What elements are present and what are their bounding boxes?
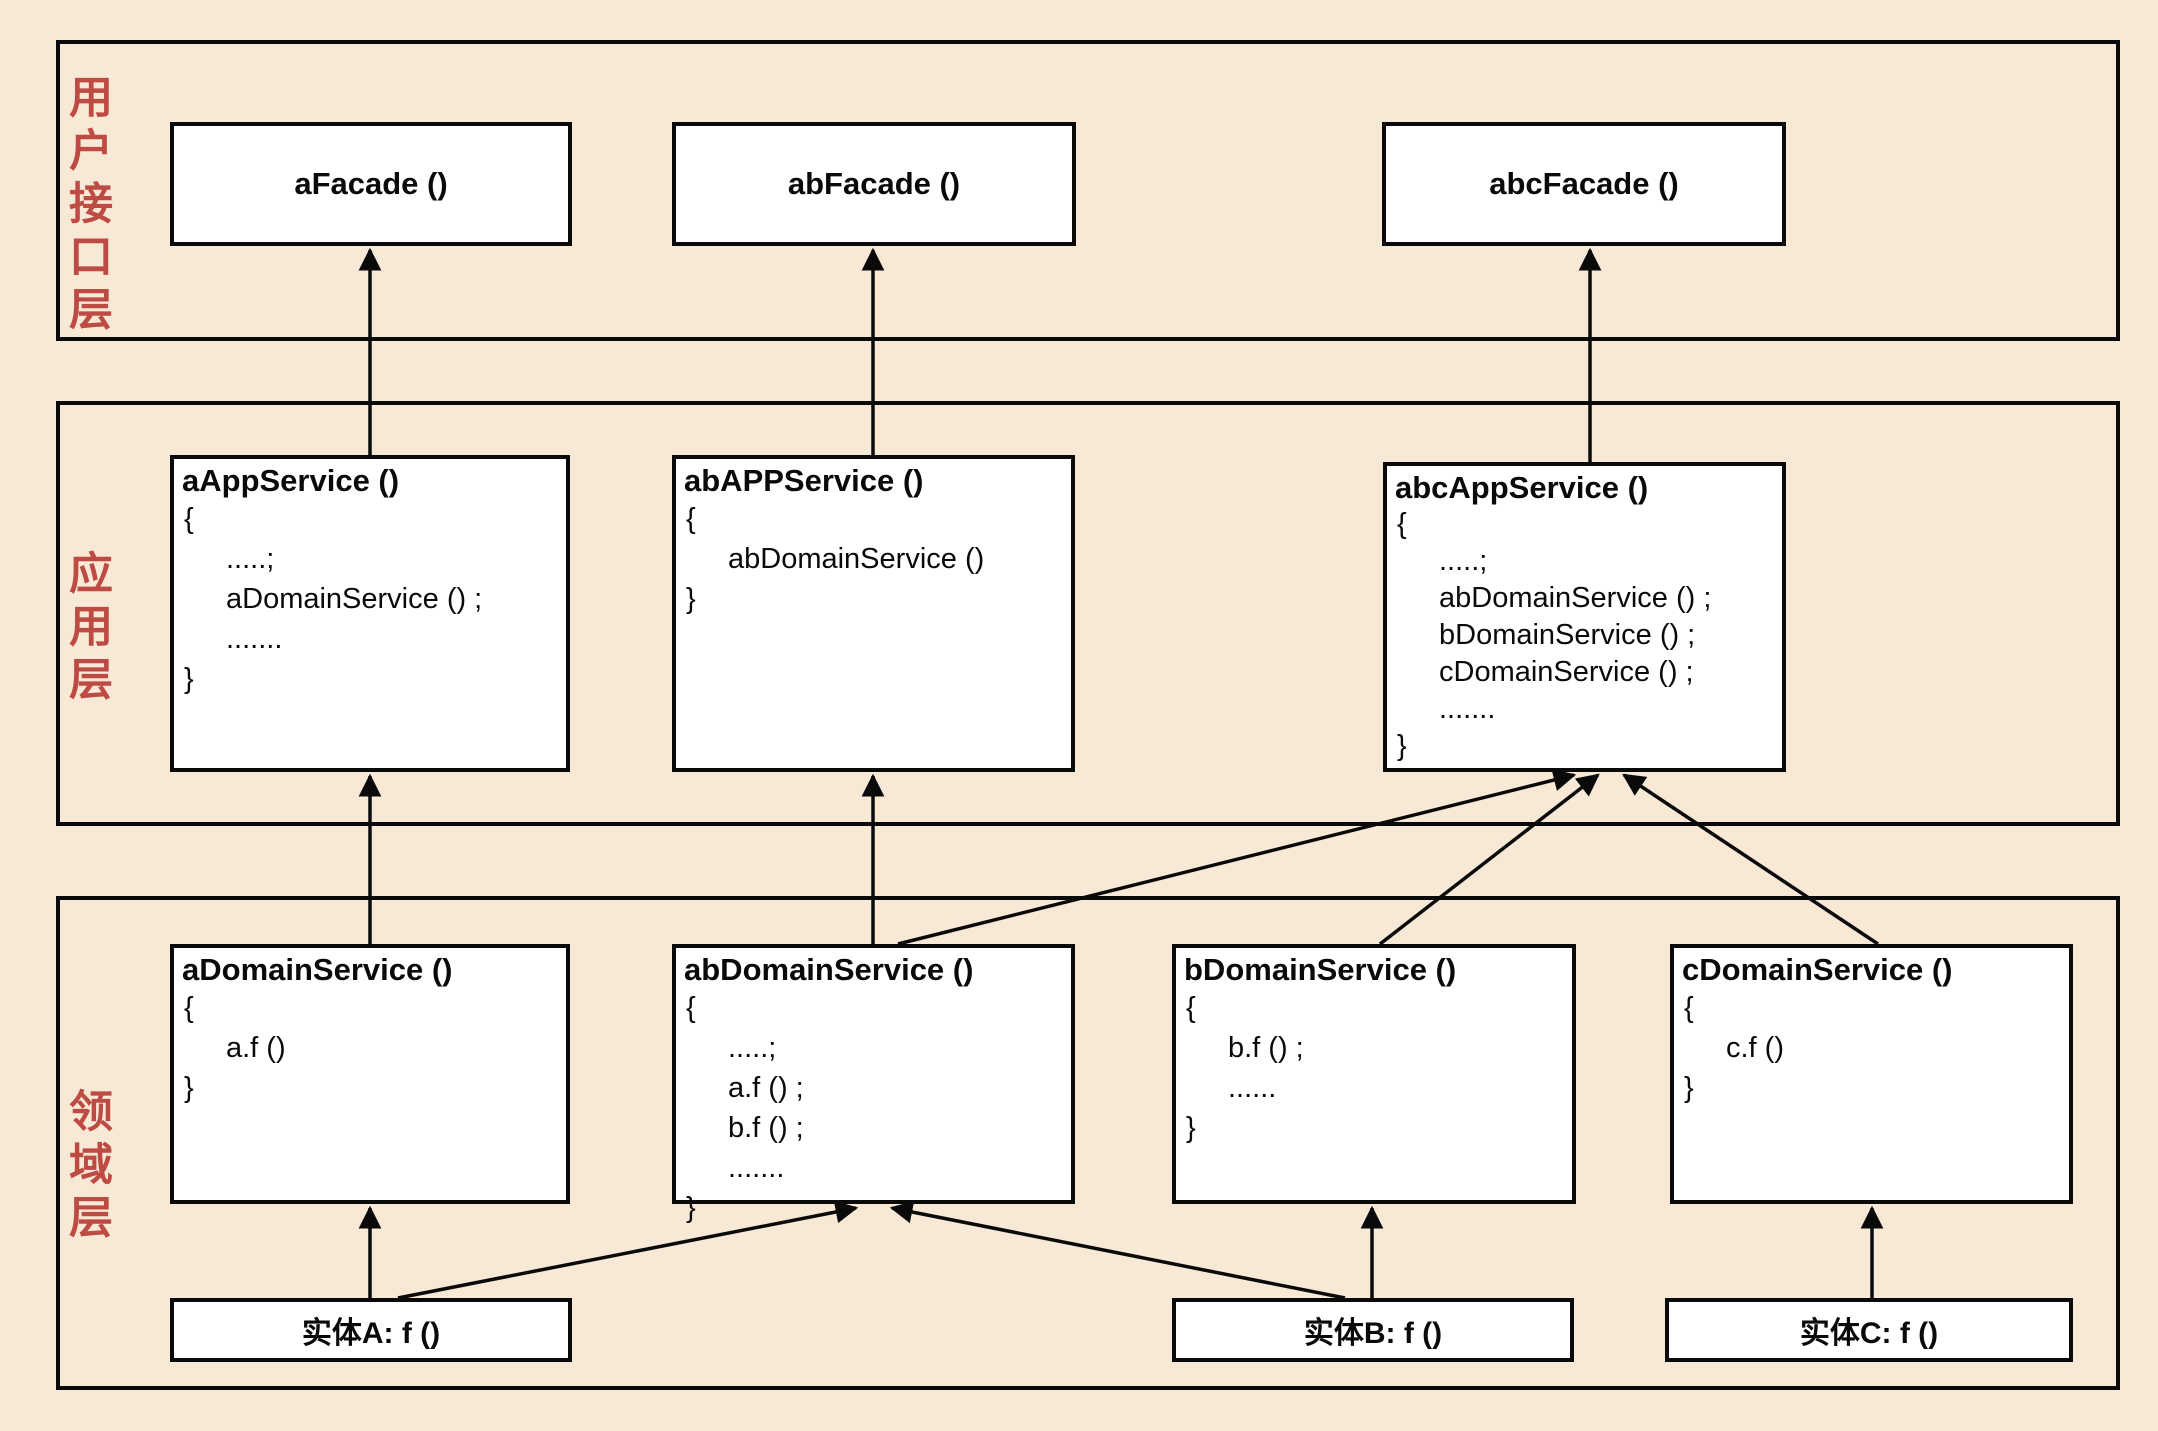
code-line: .....; [1439,545,1488,577]
code-line: } [184,663,194,695]
code-line: { [184,503,194,535]
layer-ui-boundary [56,40,2120,341]
box-body: { c.f ()} [1674,988,2069,1108]
box-title: 实体B: f () [1303,1317,1443,1350]
code-line: { [1684,992,1694,1024]
code-line: bDomainService () ; [1439,619,1696,651]
code-line: a.f () [226,1032,286,1064]
box-body: {.....; aDomainService () ;.......} [174,499,566,699]
box-entity-c: 实体C: f () [1665,1298,2073,1362]
layer-label-ui: 用户接口层 [62,74,111,339]
code-line: } [1397,730,1407,762]
box-aAppService: aAppService () {.....; aDomainService () … [170,455,570,772]
code-line: abDomainService () ; [1439,582,1712,614]
box-title: 实体A: f () [301,1317,441,1350]
code-line: { [184,992,194,1024]
box-abcFacade: abcFacade () [1382,122,1786,246]
box-title: abcFacade () [1489,166,1679,201]
code-line: } [1684,1072,1694,1104]
box-title: aDomainService () [182,952,453,987]
code-line: cDomainService () ; [1439,656,1694,688]
code-line: b.f () ; [1228,1032,1304,1064]
box-title: abDomainService () [684,952,974,987]
code-line: { [1186,992,1196,1024]
code-line: .....; [226,543,275,575]
box-title: cDomainService () [1682,952,1953,987]
code-line: abDomainService () [728,543,985,575]
box-aDomainService: aDomainService () { a.f ()} [170,944,570,1204]
box-body: { abDomainService ()} [676,499,1071,619]
box-title: abAPPService () [684,463,924,498]
code-line: } [686,1192,696,1224]
layer-label-app: 应用层 [62,550,111,709]
box-title: bDomainService () [1184,952,1457,987]
code-line: { [686,992,696,1024]
box-entity-a: 实体A: f () [170,1298,572,1362]
box-body: { b.f () ;......} [1176,988,1572,1148]
code-line: aDomainService () ; [226,583,483,615]
code-line: a.f () ; [728,1072,804,1104]
code-line: ...... [1228,1072,1277,1104]
box-abFacade: abFacade () [672,122,1076,246]
code-line: ....... [728,1152,785,1184]
code-line: } [686,583,696,615]
code-line: c.f () [1726,1032,1784,1064]
code-line: ....... [1439,693,1496,725]
code-line: b.f () ; [728,1112,804,1144]
box-title: abcAppService () [1395,470,1649,505]
box-bDomainService: bDomainService () { b.f () ;......} [1172,944,1576,1204]
box-abcAppService: abcAppService () {.....; abDomainService … [1383,462,1786,772]
layer-label-domain: 领域层 [62,1088,111,1247]
box-abAPPService: abAPPService () { abDomainService ()} [672,455,1075,772]
box-abDomainService: abDomainService () {.....; a.f () ; b.f ()… [672,944,1075,1224]
code-line: { [686,503,696,535]
box-title: aAppService () [182,463,400,498]
box-body: { a.f ()} [174,988,566,1108]
code-line: } [1186,1112,1196,1144]
code-line: .....; [728,1032,777,1064]
box-body: {.....; abDomainService () ; bDomainServic… [1387,506,1782,765]
box-body: {.....; a.f () ; b.f () ;.......} [676,988,1071,1228]
code-line: } [184,1072,194,1104]
code-line: ....... [226,623,283,655]
box-title: abFacade () [787,166,961,201]
box-cDomainService: cDomainService () { c.f ()} [1670,944,2073,1204]
box-entity-b: 实体B: f () [1172,1298,1574,1362]
box-title: aFacade () [294,166,448,201]
box-title: 实体C: f () [1799,1317,1939,1350]
code-line: { [1397,508,1407,540]
box-aFacade: aFacade () [170,122,572,246]
